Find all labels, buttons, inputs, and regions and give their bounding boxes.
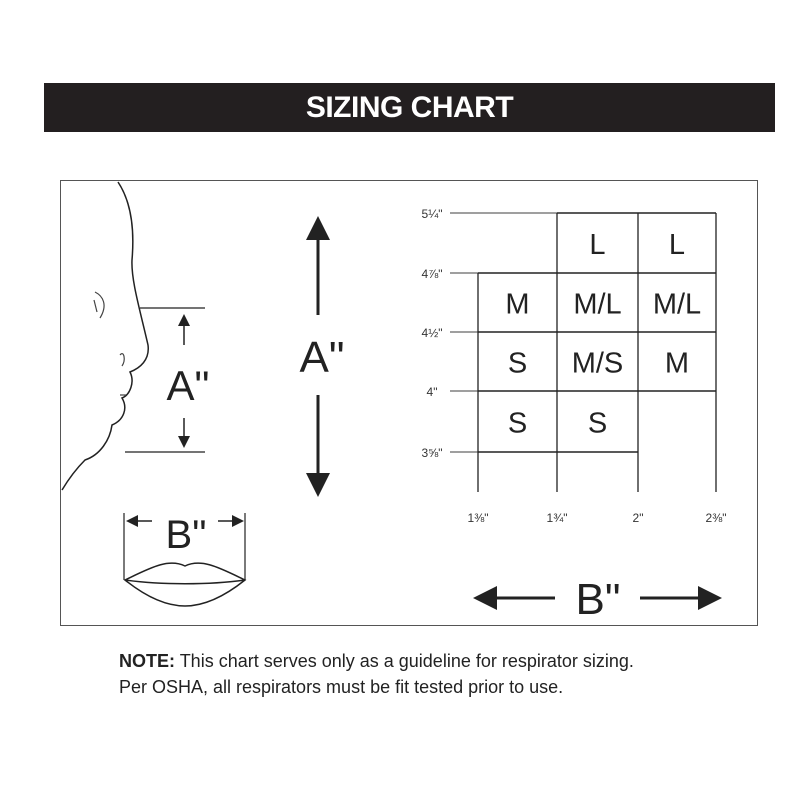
chart-frame — [60, 180, 758, 626]
size-cell: L — [589, 229, 605, 261]
a-label: A" — [300, 333, 345, 382]
note-line1: This chart serves only as a guideline fo… — [179, 651, 634, 671]
x-tick-label: 1⅜" — [468, 511, 489, 525]
y-tick-label: 4½" — [422, 326, 443, 340]
size-cell: M/L — [653, 289, 701, 321]
lips-icon — [123, 562, 247, 607]
x-tick-label: 1¾" — [547, 511, 568, 525]
title-banner: SIZING CHART — [44, 83, 775, 132]
size-cell: S — [508, 408, 527, 440]
note-line2: Per OSHA, all respirators must be fit te… — [119, 677, 564, 697]
size-cell: M/L — [573, 289, 621, 321]
ear-icon — [93, 291, 105, 319]
y-tick-label: 5¼" — [422, 207, 443, 221]
y-tick-label: 3⅝" — [422, 446, 443, 460]
b-axis-label: B" — [576, 575, 621, 624]
a-face-label: A" — [167, 362, 210, 409]
note: NOTE: This chart serves only as a guidel… — [119, 648, 634, 700]
size-cell: M/S — [572, 348, 624, 380]
size-cell: M — [505, 289, 529, 321]
size-cell: L — [669, 229, 685, 261]
x-tick-label: 2⅜" — [706, 511, 727, 525]
b-lips-label: B" — [166, 513, 207, 557]
y-tick-label: 4" — [427, 385, 438, 399]
note-prefix: NOTE: — [119, 651, 175, 671]
y-tick-label: 4⅞" — [422, 267, 443, 281]
size-cell: S — [508, 348, 527, 380]
size-cell: S — [588, 408, 607, 440]
x-tick-label: 2" — [633, 511, 644, 525]
size-cell: M — [665, 348, 689, 380]
face-profile-icon — [61, 181, 149, 491]
title: SIZING CHART — [305, 90, 514, 124]
